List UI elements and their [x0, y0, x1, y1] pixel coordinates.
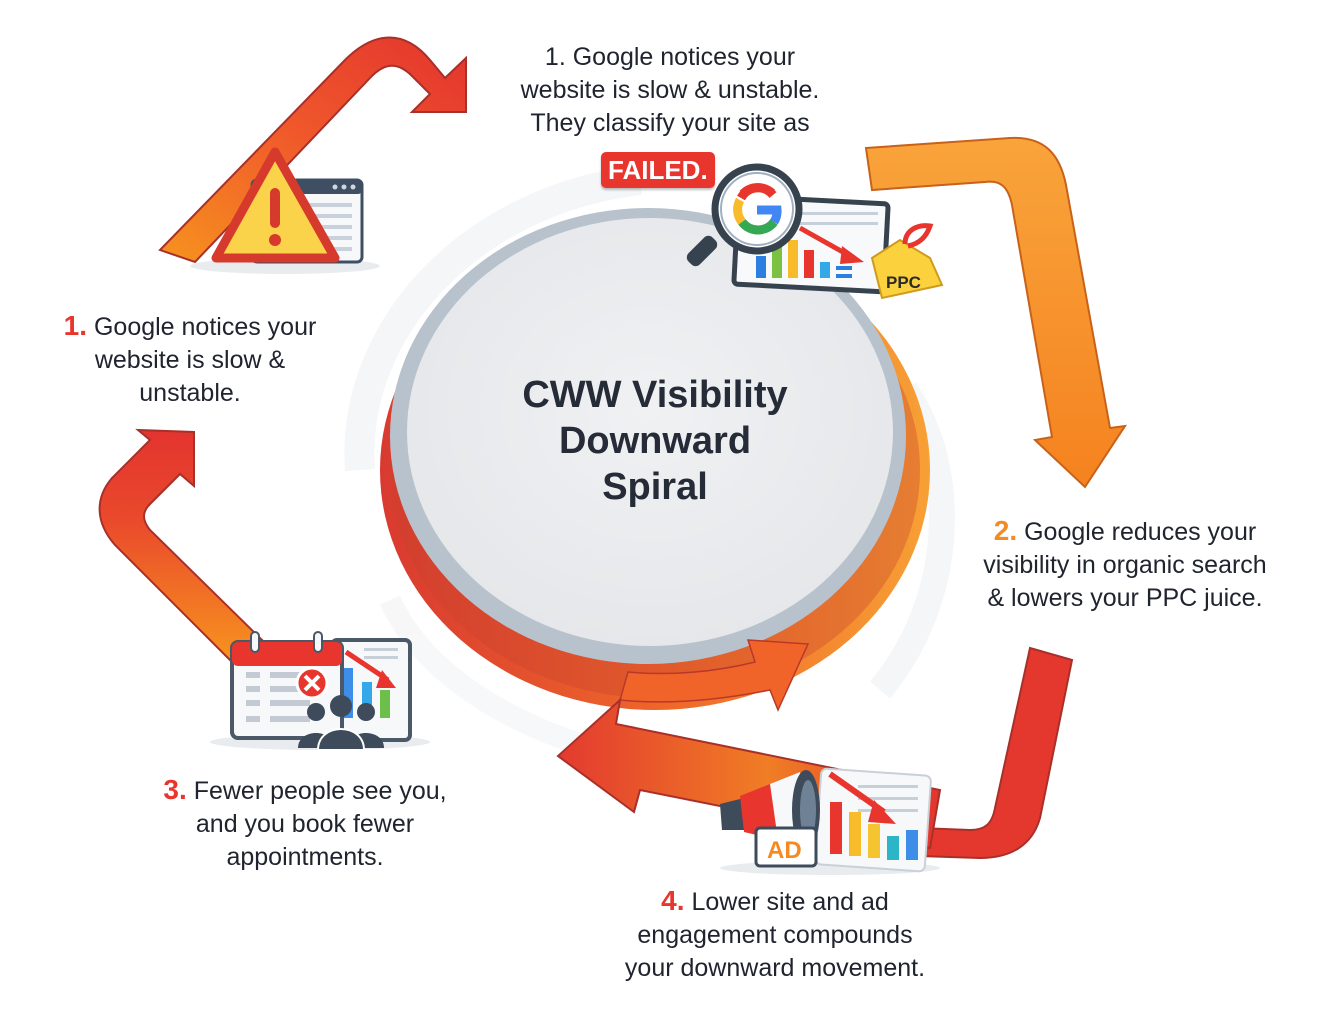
megaphone-ad-chart-icon: AD: [720, 767, 940, 875]
title-line-3: Spiral: [602, 466, 708, 508]
arrow-right: [864, 136, 1128, 489]
diagram-title: CWW Visibility Downward Spiral: [440, 372, 870, 510]
step-4-line-2: engagement compounds: [637, 921, 913, 949]
top-step-line-1: 1. Google notices your: [544, 43, 796, 71]
step-1: 1. Google notices your website is slow &…: [30, 309, 350, 410]
ad-label: AD: [767, 837, 802, 864]
ppc-tag-label: PPC: [886, 273, 921, 292]
top-step-text: 1. Google notices your website is slow &…: [480, 41, 860, 140]
step-2: 2. Google reduces your visibility in org…: [945, 514, 1305, 615]
failed-badge: FAILED.: [601, 152, 715, 188]
step-4-line-1: Lower site and ad: [691, 888, 889, 916]
arrow-top-left: [158, 36, 467, 264]
step-3: 3. Fewer people see you, and you book fe…: [130, 773, 480, 874]
warning-browser-icon: [190, 147, 380, 274]
step-2-line-1: Google reduces your: [1024, 518, 1257, 546]
center-disc: [380, 208, 930, 710]
step-4: 4. Lower site and ad engagement compound…: [580, 884, 970, 985]
step-3-line-1: Fewer people see you,: [193, 777, 447, 805]
step-3-line-3: appointments.: [226, 843, 384, 871]
step-1-line-2: website is slow &: [94, 346, 286, 374]
step-3-line-2: and you book fewer: [195, 810, 415, 838]
step-4-line-3: your downward movement.: [624, 954, 926, 982]
step-1-number: 1.: [63, 310, 88, 341]
step-1-line-3: unstable.: [139, 379, 241, 407]
top-step-line-2: website is slow & unstable.: [520, 76, 820, 104]
calendar-people-chart-icon: [210, 631, 430, 751]
step-2-line-2: visibility in organic search: [983, 551, 1267, 579]
step-4-number: 4.: [661, 885, 685, 916]
step-2-number: 2.: [993, 515, 1018, 546]
arrow-left: [98, 428, 264, 662]
google-search-chart-icon: PPC: [686, 163, 944, 300]
step-3-number: 3.: [163, 774, 187, 805]
title-line-1: CWW Visibility: [522, 374, 788, 416]
title-line-2: Downward: [558, 420, 752, 462]
step-2-line-3: & lowers your PPC juice.: [987, 584, 1263, 612]
top-step-line-3: They classify your site as: [530, 109, 810, 137]
step-1-line-1: Google notices your: [93, 313, 317, 341]
arrow-bottom-right: [919, 646, 1074, 860]
